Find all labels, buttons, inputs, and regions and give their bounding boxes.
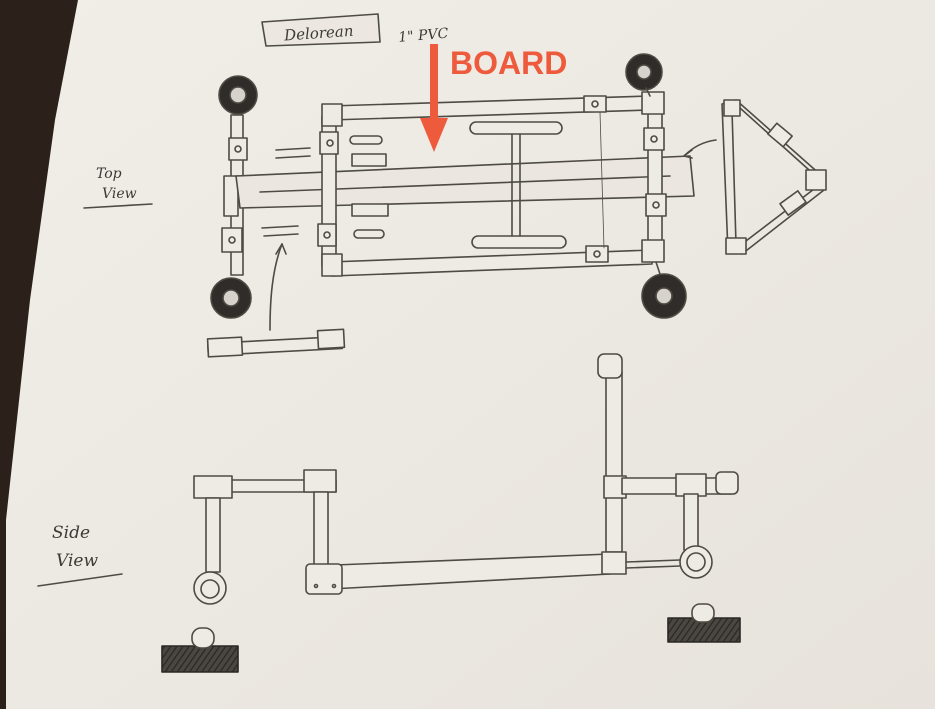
main-frame — [317, 91, 667, 277]
board-annotation: BOARD — [420, 44, 567, 152]
top-view-label-line1: Top — [96, 166, 122, 182]
board-label: BOARD — [450, 45, 567, 81]
board-arrow-shaft — [430, 44, 438, 122]
board-arrow-head — [420, 118, 448, 152]
material-note: 1" PVC — [398, 26, 450, 46]
side-view-label-line1: Side — [52, 523, 90, 543]
side-view-label-line2: View — [56, 551, 98, 571]
side-view-frame — [193, 353, 739, 605]
steering-bar — [206, 147, 346, 358]
side-view-wheels — [161, 603, 741, 673]
side-view-underline — [37, 573, 123, 587]
top-view-underline — [83, 203, 153, 209]
triangle-handle — [683, 99, 827, 255]
front-axle-assembly — [210, 75, 258, 319]
rear-axle-assembly — [625, 53, 687, 319]
title-box-label: Delorean — [283, 22, 354, 45]
title-box: Delorean — [261, 13, 381, 47]
top-view-label-line2: View — [102, 186, 137, 202]
